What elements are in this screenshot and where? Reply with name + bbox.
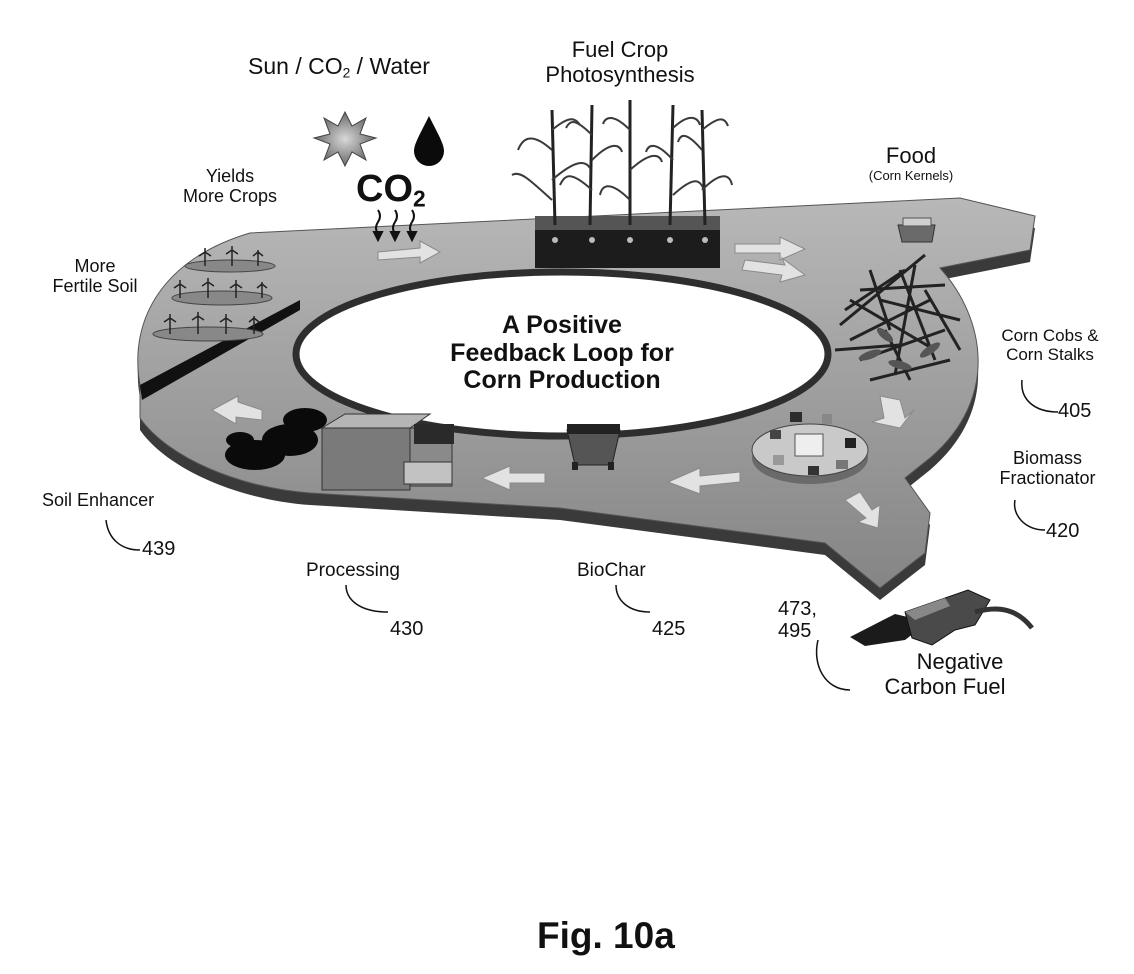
arrow-icon	[480, 465, 546, 491]
arrow-icon	[666, 467, 741, 495]
flow-arrows	[210, 236, 915, 529]
ref-420: 420	[1046, 520, 1080, 542]
water-drop-icon	[414, 116, 444, 166]
ref-425: 425	[652, 618, 686, 640]
yields-label: Yields More Crops	[182, 166, 278, 207]
arrow-icon	[741, 256, 807, 283]
loop-center-title: A Positive Feedback Loop for Corn Produc…	[450, 311, 674, 394]
loop-center-hole	[292, 268, 832, 440]
arrow-icon	[844, 491, 881, 529]
track-base	[137, 197, 1036, 600]
ref-473-495: 473, 495	[778, 598, 817, 643]
biochar-label: BioChar	[577, 560, 646, 581]
biomass-fractionator-icon	[751, 412, 869, 484]
arrow-icon	[377, 240, 442, 264]
sun-icon	[312, 110, 378, 168]
arrow-icon	[870, 395, 915, 429]
corn-cobs-label: Corn Cobs & Corn Stalks	[1001, 326, 1099, 365]
negative-carbon-fuel-label: Negative Carbon Fuel	[884, 649, 1006, 699]
fractionator-label: Biomass Fractionator	[999, 448, 1096, 489]
figure-caption: Fig. 10a	[537, 915, 675, 956]
food-label: Food (Corn Kernels)	[868, 143, 954, 183]
fuel-crop-planter	[511, 100, 733, 268]
inputs-label: Sun / CO2 / Water	[248, 53, 430, 81]
ref-405: 405	[1058, 400, 1092, 422]
corn-cobs-icon	[858, 327, 941, 370]
soil-enhancer-label: Soil Enhancer	[42, 490, 155, 510]
arrow-icon	[210, 395, 263, 425]
fuel-crop-label: Fuel Crop Photosynthesis	[545, 37, 695, 87]
arrow-icon	[734, 236, 807, 261]
processing-label: Processing	[306, 560, 400, 581]
fertile-soil-label: More Fertile Soil	[52, 256, 138, 297]
soil-enhancer-pile-icon	[225, 408, 327, 470]
ref-439: 439	[142, 538, 176, 560]
corn-stalks-pile-icon	[834, 253, 962, 382]
ref-430: 430	[390, 618, 424, 640]
processing-machine-icon	[320, 413, 454, 491]
co2-label: CO2	[356, 168, 426, 212]
corn-kernels-bin-icon	[897, 217, 936, 243]
co2-down-arrows-icon	[372, 209, 418, 243]
fertile-soil-seedlings-icon	[152, 246, 276, 342]
biochar-bin-icon	[566, 424, 621, 470]
reference-leader-lines	[105, 379, 1059, 691]
fuel-nozzle-icon	[850, 589, 1034, 646]
